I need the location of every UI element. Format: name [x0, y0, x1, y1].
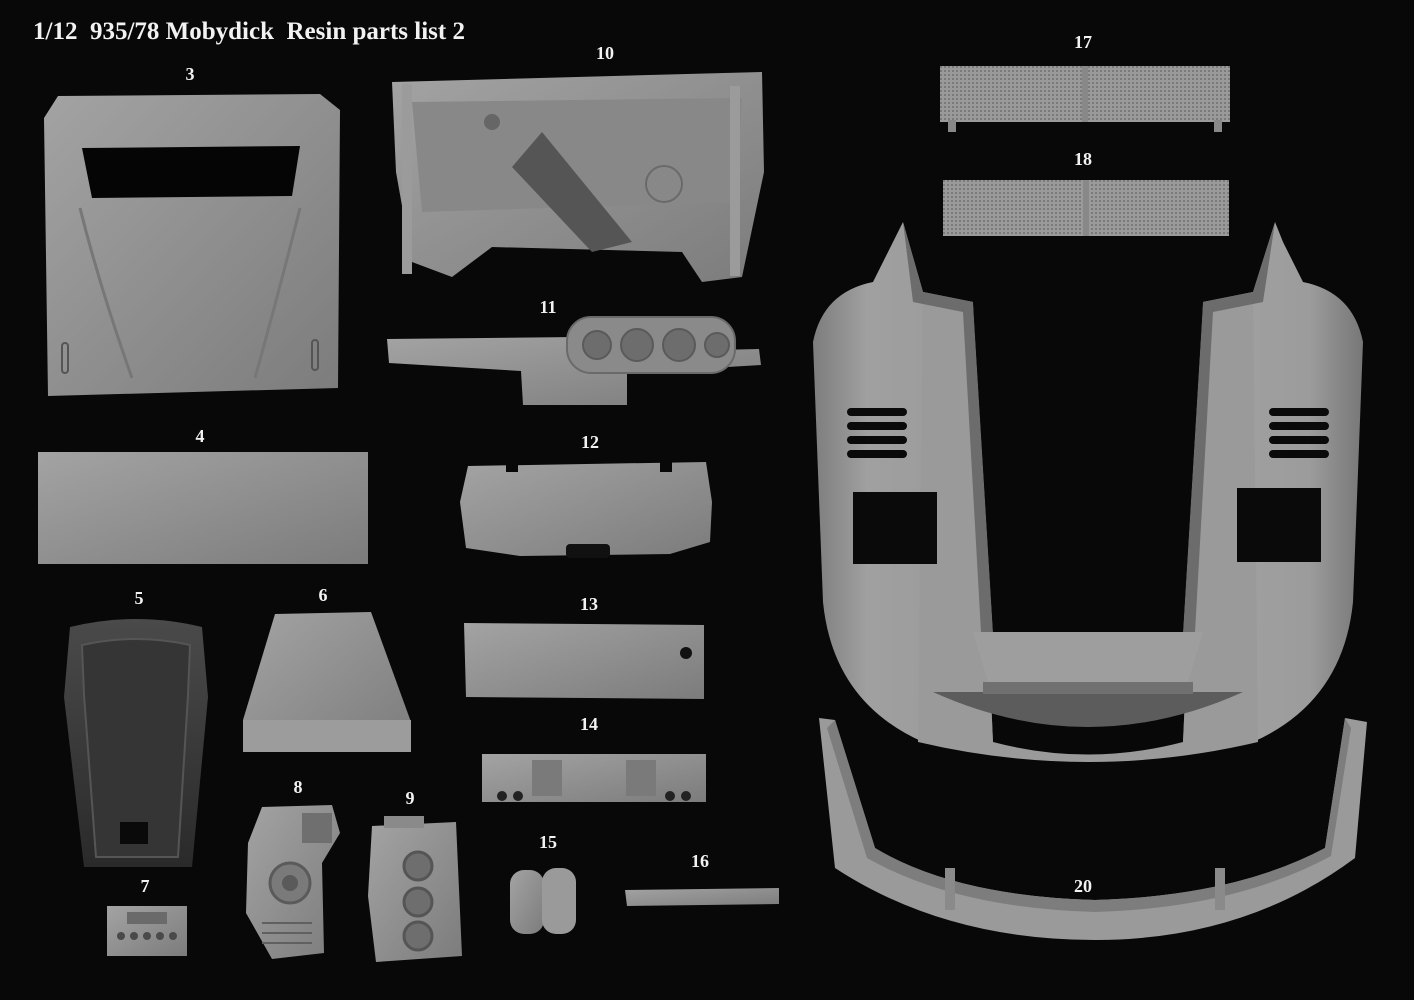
part-15-label: 15 — [539, 832, 557, 852]
part-13-label: 13 — [580, 594, 598, 614]
part-19-front-body — [813, 222, 1363, 762]
part-7-block — [107, 906, 187, 956]
sheet-title: 1/12 935/78 Mobydick Resin parts list 2 — [33, 18, 465, 45]
part-7-label: 7 — [140, 876, 150, 896]
part-16-label: 16 — [691, 851, 709, 871]
part-17-label: 17 — [1074, 32, 1092, 52]
part-17-grille — [940, 66, 1230, 132]
part-20-front-spoiler — [819, 718, 1367, 940]
part-3-label: 3 — [185, 64, 195, 84]
part-13-panel — [464, 623, 704, 699]
part-11-label: 11 — [539, 297, 557, 317]
part-9-label: 9 — [405, 788, 415, 808]
part-6-label: 6 — [318, 585, 328, 605]
part-18-grille — [943, 180, 1229, 236]
part-15-fuel-cells — [510, 868, 576, 934]
part-12-rear-tray — [460, 462, 712, 558]
part-20-label: 20 — [1074, 876, 1092, 896]
part-10-bulkhead — [392, 72, 764, 282]
part-10-label: 10 — [596, 43, 614, 63]
part-5-seat — [64, 619, 208, 867]
part-4-label: 4 — [195, 426, 205, 446]
part-9-engine-block — [368, 816, 462, 962]
part-12-label: 12 — [581, 432, 599, 452]
part-11-dashboard — [387, 316, 761, 405]
part-3-engine-lid — [44, 94, 340, 396]
part-8-gearbox — [246, 805, 340, 959]
part-16-bar — [625, 888, 779, 906]
part-6-ramp — [243, 612, 411, 752]
part-5-label: 5 — [134, 588, 144, 608]
part-8-label: 8 — [293, 777, 303, 797]
part-14-cross-member — [482, 754, 706, 802]
part-18-label: 18 — [1074, 149, 1092, 169]
part-4-panel — [38, 452, 368, 564]
part-14-label: 14 — [580, 714, 598, 734]
